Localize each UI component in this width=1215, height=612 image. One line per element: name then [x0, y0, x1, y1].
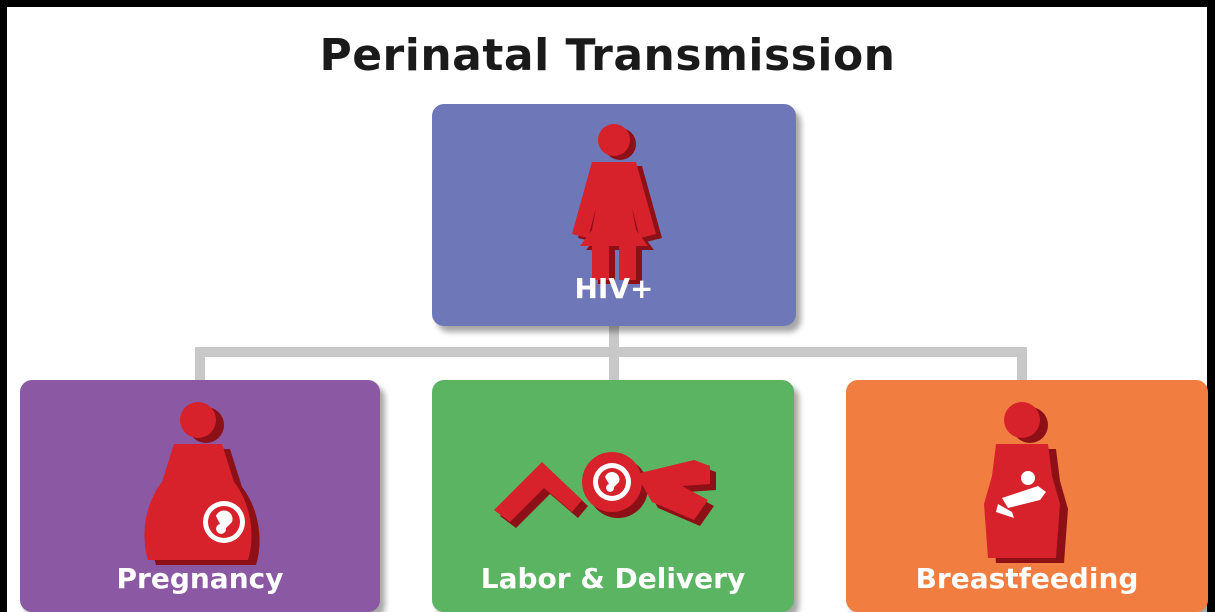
node-pregnancy: Pregnancy	[20, 380, 380, 612]
node-label-hiv-positive: HIV+	[574, 272, 654, 305]
woman-icon	[572, 124, 662, 284]
node-label-pregnancy: Pregnancy	[116, 562, 284, 595]
node-labor-delivery: Labor & Delivery	[432, 380, 794, 612]
pregnant-woman-icon	[144, 402, 260, 565]
node-hiv-positive: HIV+	[432, 104, 796, 326]
diagram-title: Perinatal Transmission	[319, 30, 896, 81]
node-breastfeeding: Breastfeeding	[846, 380, 1208, 612]
woman-giving-birth-icon	[494, 452, 716, 528]
node-label-labor-delivery: Labor & Delivery	[480, 562, 746, 595]
node-label-breastfeeding: Breastfeeding	[915, 562, 1139, 595]
woman-nursing-baby-icon	[984, 402, 1068, 563]
